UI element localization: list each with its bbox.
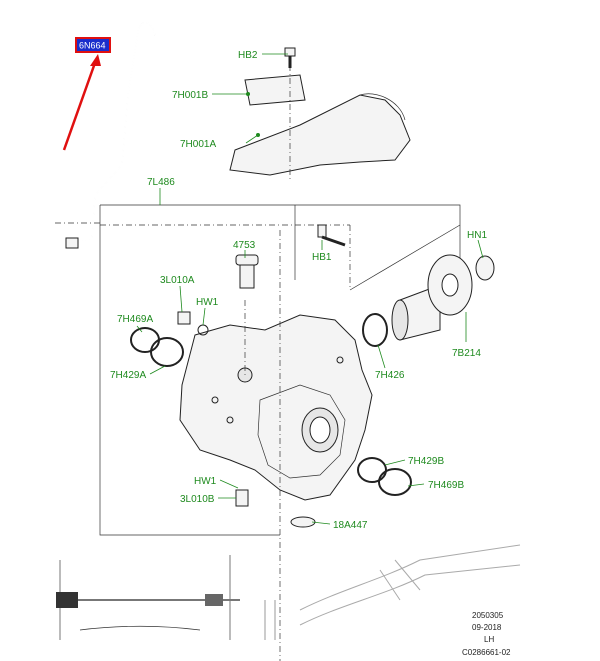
callout-7h426[interactable]: 7H426 xyxy=(375,370,405,381)
callout-7h001b[interactable]: 7H001B xyxy=(172,90,208,101)
highlight-box xyxy=(75,37,111,53)
driveline-thumbnail xyxy=(56,555,240,640)
callout-7h429b[interactable]: 7H429B xyxy=(408,456,444,467)
info-line-1: 2050305 xyxy=(472,611,504,620)
transfer-case-drawing xyxy=(179,230,373,661)
callout-7b214[interactable]: 7B214 xyxy=(452,348,481,359)
bolt-drawing xyxy=(284,47,346,247)
callout-4753[interactable]: 4753 xyxy=(233,240,256,251)
callout-7h469b[interactable]: 7H469B xyxy=(428,480,464,491)
callout-7h469a[interactable]: 7H469A xyxy=(117,314,153,325)
vent-tube-drawing xyxy=(55,21,156,249)
callout-18a447[interactable]: 18A447 xyxy=(333,520,368,531)
info-line-3: LH xyxy=(484,635,494,644)
highlight-callout[interactable]: 6N664 xyxy=(62,37,111,151)
callout-hw1-bottom[interactable]: HW1 xyxy=(194,476,217,487)
flange-drawing xyxy=(391,254,495,341)
callout-7h429a[interactable]: 7H429A xyxy=(110,370,146,381)
sensor-drawing xyxy=(235,254,259,289)
info-block: 2050305 09-2018 LH C0286661-02 xyxy=(462,611,511,657)
callout-hw1-top[interactable]: HW1 xyxy=(196,297,219,308)
callout-hb1[interactable]: HB1 xyxy=(312,252,332,263)
highlight-arrowhead xyxy=(90,54,101,66)
callout-7l486[interactable]: 7L486 xyxy=(147,177,175,188)
pipework-thumbnail xyxy=(264,544,521,640)
callout-hn1[interactable]: HN1 xyxy=(467,230,487,241)
callout-leaders xyxy=(136,53,484,525)
info-line-2: 09-2018 xyxy=(472,623,502,632)
highlight-arrow xyxy=(62,59,98,151)
highlight-label: 6N664 xyxy=(79,41,106,51)
callout-3l010b[interactable]: 3L010B xyxy=(180,494,215,505)
callout-7h001a[interactable]: 7H001A xyxy=(180,139,216,150)
callout-labels: HB2 7H001B 7H001A 7L486 4753 HB1 HN1 3L0… xyxy=(110,50,487,531)
callout-hb2[interactable]: HB2 xyxy=(238,50,258,61)
heat-shield-drawing xyxy=(229,65,411,180)
callout-3l010a[interactable]: 3L010A xyxy=(160,275,195,286)
info-line-4: C0286661-02 xyxy=(462,648,511,657)
